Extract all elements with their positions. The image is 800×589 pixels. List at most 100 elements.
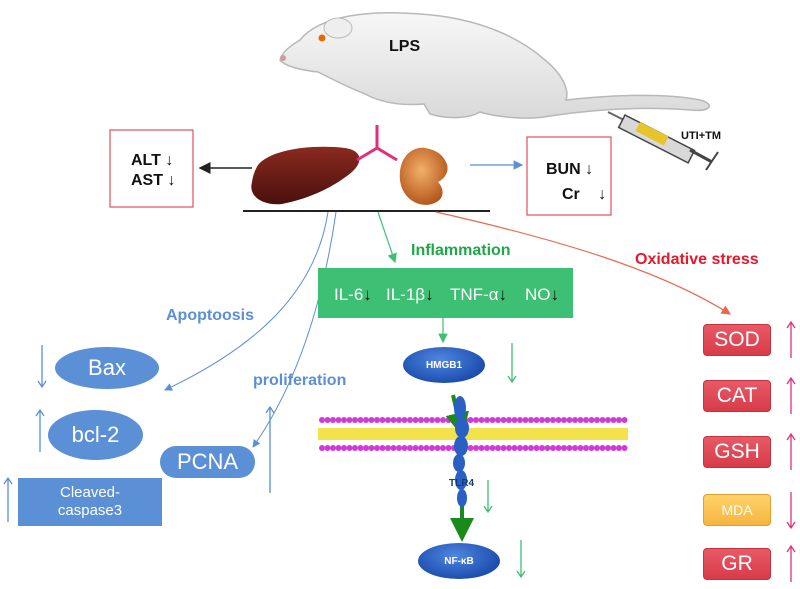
proliferation-label: proliferation bbox=[253, 372, 347, 389]
lipid-head bbox=[473, 417, 479, 423]
tlr4-down-arrow bbox=[483, 480, 493, 514]
lipid-head bbox=[561, 445, 567, 451]
cytokine-il1b: IL-1β↓ bbox=[386, 285, 434, 304]
ast-label: AST ↓ bbox=[131, 172, 176, 189]
lipid-head bbox=[363, 417, 369, 423]
lipid-head bbox=[445, 417, 452, 423]
rat-illustration bbox=[279, 12, 710, 119]
lipid-head bbox=[451, 417, 457, 423]
lipid-head bbox=[357, 417, 364, 423]
lipid-head bbox=[341, 445, 347, 451]
lipid-head bbox=[324, 417, 331, 423]
liver-marker-box bbox=[109, 129, 194, 208]
tlr4-receptor bbox=[453, 396, 469, 507]
sod-node: SOD bbox=[703, 324, 771, 356]
lipid-head bbox=[346, 445, 353, 451]
lipid-head bbox=[616, 445, 622, 451]
lipid-head bbox=[544, 445, 551, 451]
gsh-up-arrow bbox=[786, 432, 796, 470]
cytokine-box bbox=[318, 268, 573, 318]
lipid-head bbox=[352, 417, 358, 423]
lipid-head bbox=[517, 445, 523, 451]
lipid-head bbox=[621, 417, 628, 423]
kidney-icon bbox=[399, 147, 448, 205]
lipid-head bbox=[467, 417, 474, 423]
lipid-head bbox=[445, 445, 452, 451]
cell-membrane bbox=[318, 416, 628, 452]
lipid-head bbox=[610, 417, 617, 423]
lipid-head bbox=[467, 445, 474, 451]
alt-label: ALT ↓ bbox=[131, 152, 174, 169]
cat-node: CAT bbox=[703, 380, 771, 412]
branch-connector bbox=[356, 125, 398, 162]
lipid-head bbox=[583, 445, 589, 451]
lipid-head bbox=[473, 445, 479, 451]
lipid-head bbox=[319, 445, 325, 451]
pcna-up-arrow bbox=[265, 405, 275, 493]
lipid-head bbox=[374, 445, 380, 451]
lipid-head bbox=[396, 417, 402, 423]
syringe-icon bbox=[607, 111, 719, 171]
apoptosis-label: Apoptoosis bbox=[166, 307, 254, 324]
lipid-head bbox=[506, 445, 512, 451]
gr-node: GR bbox=[703, 548, 771, 580]
bcl2-up-arrow bbox=[35, 408, 45, 452]
lipid-head bbox=[599, 417, 606, 423]
lipid-head bbox=[357, 445, 364, 451]
lipid-head bbox=[440, 417, 446, 423]
cytokine-tnfa: TNF-α↓ bbox=[450, 285, 508, 304]
lipid-head bbox=[418, 417, 424, 423]
lipid-head bbox=[566, 417, 573, 423]
lipid-head bbox=[528, 417, 534, 423]
lipid-head bbox=[401, 445, 408, 451]
inflammation-label: Inflammation bbox=[411, 242, 511, 259]
lipid-head bbox=[605, 445, 611, 451]
arrow-apoptosis bbox=[164, 211, 329, 391]
hmgb1-down-arrow bbox=[507, 343, 517, 384]
kidney-marker-box bbox=[526, 136, 612, 216]
lipid-head bbox=[390, 445, 397, 451]
lipid-head bbox=[368, 445, 375, 451]
lipid-head bbox=[319, 417, 325, 423]
lipid-head bbox=[390, 417, 397, 423]
lipid-head bbox=[407, 445, 413, 451]
lipid-head bbox=[423, 417, 430, 423]
lipid-head bbox=[605, 417, 611, 423]
lipid-head bbox=[561, 417, 567, 423]
lipid-head bbox=[379, 445, 386, 451]
arrow-oxidative bbox=[435, 211, 732, 315]
lipid-head bbox=[495, 445, 501, 451]
bax-down-arrow bbox=[37, 345, 47, 389]
cat-up-arrow bbox=[786, 376, 796, 414]
lipid-head bbox=[374, 417, 380, 423]
lipid-head bbox=[555, 445, 562, 451]
bun-label: BUN ↓ bbox=[546, 161, 594, 178]
lipid-head bbox=[412, 445, 419, 451]
lipid-head bbox=[363, 445, 369, 451]
lipid-head bbox=[610, 445, 617, 451]
lipid-head bbox=[539, 445, 545, 451]
lipid-head bbox=[330, 445, 336, 451]
lipid-head bbox=[506, 417, 512, 423]
lipid-head bbox=[533, 417, 540, 423]
cytokine-no: NO↓ bbox=[525, 285, 559, 304]
lipid-head bbox=[511, 445, 518, 451]
oxidative-label: Oxidative stress bbox=[635, 251, 759, 268]
lipid-head bbox=[423, 445, 430, 451]
gsh-node: GSH bbox=[703, 436, 771, 468]
lipid-head bbox=[396, 445, 402, 451]
hmgb1-molecule: HMGB1 bbox=[403, 347, 485, 383]
lipid-head bbox=[517, 417, 523, 423]
lipid-head bbox=[500, 417, 507, 423]
nfkb-molecule: NF-κB bbox=[418, 543, 500, 579]
lipid-head bbox=[550, 417, 556, 423]
lipid-head bbox=[577, 417, 584, 423]
tlr4-label: TLR4 bbox=[449, 478, 474, 489]
bcl2-node: bcl-2 bbox=[48, 410, 143, 460]
lipid-head bbox=[588, 417, 595, 423]
mda-node: MDA bbox=[703, 494, 771, 526]
lipid-head bbox=[588, 445, 595, 451]
lipid-head bbox=[572, 417, 578, 423]
arrow-proliferation bbox=[252, 211, 337, 448]
